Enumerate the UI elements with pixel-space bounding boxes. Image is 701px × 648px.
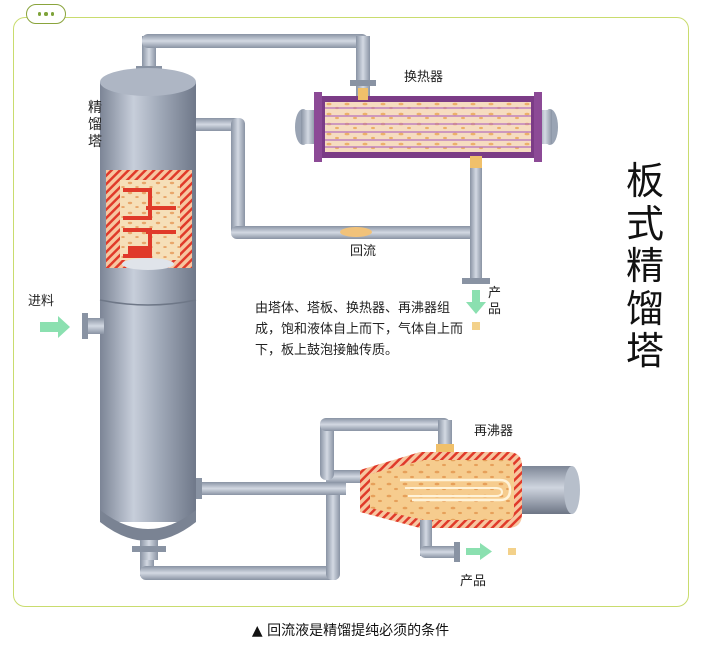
reflux-label: 回流 — [350, 244, 377, 259]
column-label: 精馏塔 — [88, 100, 102, 150]
diagram-title: 板式精馏塔 — [625, 159, 664, 374]
figure-caption: ▲ 回流液是精馏提纯必须的条件 — [251, 623, 450, 639]
more-options-icon[interactable] — [26, 4, 66, 24]
condenser — [295, 88, 558, 168]
top-product-arrow-icon — [466, 290, 486, 330]
bottom-product-label: 产品 — [460, 574, 487, 589]
reboiler-label: 再沸器 — [474, 424, 514, 439]
distillation-column — [99, 68, 197, 560]
reboiler — [360, 452, 580, 562]
feed-nozzle — [82, 313, 104, 339]
bottoms-pipe — [140, 470, 366, 580]
top-product-label: 产品 — [488, 286, 502, 317]
feed-arrow-icon — [40, 316, 70, 338]
feed-label: 进料 — [28, 294, 55, 309]
tray-section — [106, 170, 192, 270]
reboiler-vapor-pipe — [196, 418, 454, 499]
condenser-label: 换热器 — [404, 70, 444, 85]
bottom-product-arrow-icon — [466, 543, 516, 560]
description-text: 由塔体、塔板、换热器、再沸器组成，饱和液体自上而下，气体自上而下，板上鼓泡接触传… — [255, 301, 464, 358]
